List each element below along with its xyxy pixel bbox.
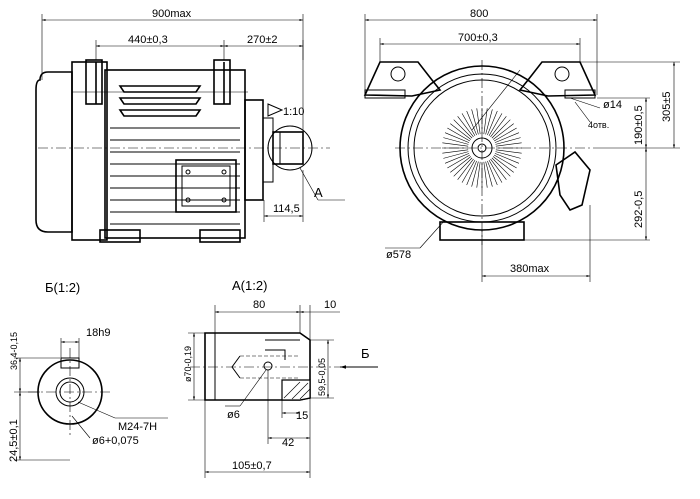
fan-fin: [485, 161, 493, 187]
dim-diameter-70: ø70-0,19: [183, 346, 193, 382]
dim-length-42: 42: [282, 437, 294, 449]
front-view: А 1:10 900max 440±0,3 270±2 114,5: [35, 8, 345, 243]
dim-length-15: 15: [296, 410, 308, 422]
pin-hole-marker: [263, 361, 273, 371]
fan-fin: [461, 113, 476, 137]
taper-symbol: [267, 103, 284, 117]
dim-shaft-extension: 114,5: [273, 203, 300, 215]
dim-length-10: 10: [324, 299, 336, 311]
fan-fin: [476, 161, 481, 188]
fan-fin: [457, 158, 474, 180]
fan-fin: [457, 116, 474, 138]
fan-fin: [471, 161, 479, 187]
fan-fin: [453, 119, 473, 139]
fan-fin: [492, 123, 514, 140]
fan-fin: [466, 160, 477, 186]
fan-cover: [71, 61, 108, 241]
fan-fin: [487, 160, 498, 186]
fan-fin: [483, 108, 488, 135]
dim-between-feet: 440±0,3: [128, 34, 168, 46]
fan-fin: [485, 109, 493, 135]
fan-fin: [476, 108, 481, 135]
fan-fin: [488, 113, 503, 137]
fan-fin: [492, 156, 514, 173]
detail-a-callout: [267, 125, 313, 171]
fan-fin: [461, 159, 476, 183]
fan-fin: [483, 161, 488, 188]
shaft: [272, 131, 304, 165]
taper-label: 1:10: [283, 106, 304, 118]
fan-fin: [447, 154, 471, 169]
fan-fin: [494, 153, 520, 164]
dim-bottom-offset: 24,5±0,1: [8, 419, 20, 462]
fan-fin: [491, 119, 511, 139]
fan-fin: [453, 157, 473, 177]
dim-upper-height: 190±0,5: [633, 105, 645, 145]
fan-fin: [447, 127, 471, 142]
detail-b-title: Б(1:2): [45, 280, 80, 295]
end-cover: [413, 79, 551, 217]
fan-fin: [442, 142, 469, 147]
callout-a-label: А: [314, 185, 323, 200]
fan-fin: [450, 123, 472, 140]
dim-pin-diameter: ø6: [227, 409, 240, 421]
side-terminal-box: [555, 150, 591, 211]
fan-fin: [471, 109, 479, 135]
detail-a-title: А(1:2): [232, 278, 267, 293]
fan-fin: [494, 132, 520, 143]
fan-fin: [444, 153, 470, 164]
detail-a: А(1:2) 80 10 ø70-0,1: [183, 278, 378, 478]
fan-fin: [487, 110, 498, 136]
fan-fin: [495, 149, 522, 154]
detail-b: Б(1:2) 18h9 36,4-0,15 24,5±0,1 M24-7H ø6…: [8, 280, 168, 462]
terminal-box: [175, 159, 237, 213]
dim-total-height: 305±5: [661, 91, 673, 122]
dim-top-width: 800: [470, 8, 488, 20]
dim-overall-length: 900max: [152, 8, 192, 20]
dim-diameter-59: 59,5-0,05: [317, 358, 327, 396]
dim-holes-count: 4отв.: [588, 120, 609, 130]
fan-fin: [490, 116, 507, 138]
vent-louvers: [118, 85, 202, 117]
dim-body-diameter: ø578: [386, 249, 411, 261]
fan-fin: [443, 151, 469, 159]
lifting-brackets: [85, 59, 231, 105]
fan-fin: [491, 157, 511, 177]
cooling-fins: [110, 127, 240, 225]
fan-fin: [488, 159, 503, 183]
dim-shaft-offset: 270±2: [247, 34, 278, 46]
dim-hole-spacing: 700±0,3: [458, 32, 498, 44]
motor-feet: [99, 229, 241, 243]
fan-fin: [493, 127, 517, 142]
dim-key-height: 36,4-0,15: [9, 332, 19, 370]
fan-fin: [444, 132, 470, 143]
dim-thread: M24-7H: [118, 421, 157, 433]
fan-fin: [443, 137, 469, 145]
fan-fin: [490, 158, 507, 180]
dim-width-max: 380max: [510, 263, 550, 275]
fan-fin: [495, 151, 521, 159]
dim-length-80: 80: [253, 299, 265, 311]
dim-key-width: 18h9: [86, 327, 110, 339]
fan-fins: [442, 108, 522, 188]
side-view: 800 700±0,3 ø14 4отв. 305±5 190±0,5 292-…: [363, 8, 680, 282]
dim-lower-height: 292-0,5: [633, 191, 645, 228]
fan-fin: [495, 142, 522, 147]
fan-fin: [450, 156, 472, 173]
dim-pin-hole: ø6+0,075: [92, 435, 139, 447]
view-b-label: Б: [361, 346, 370, 361]
dim-total-length: 105±0,7: [232, 460, 272, 472]
end-cap: [35, 71, 73, 233]
fan-fin: [495, 137, 521, 145]
flange: [244, 99, 264, 201]
fan-fin: [493, 154, 517, 169]
fan-fin: [466, 110, 477, 136]
fan-fin: [442, 149, 469, 154]
dim-hole-diameter: ø14: [603, 99, 622, 111]
